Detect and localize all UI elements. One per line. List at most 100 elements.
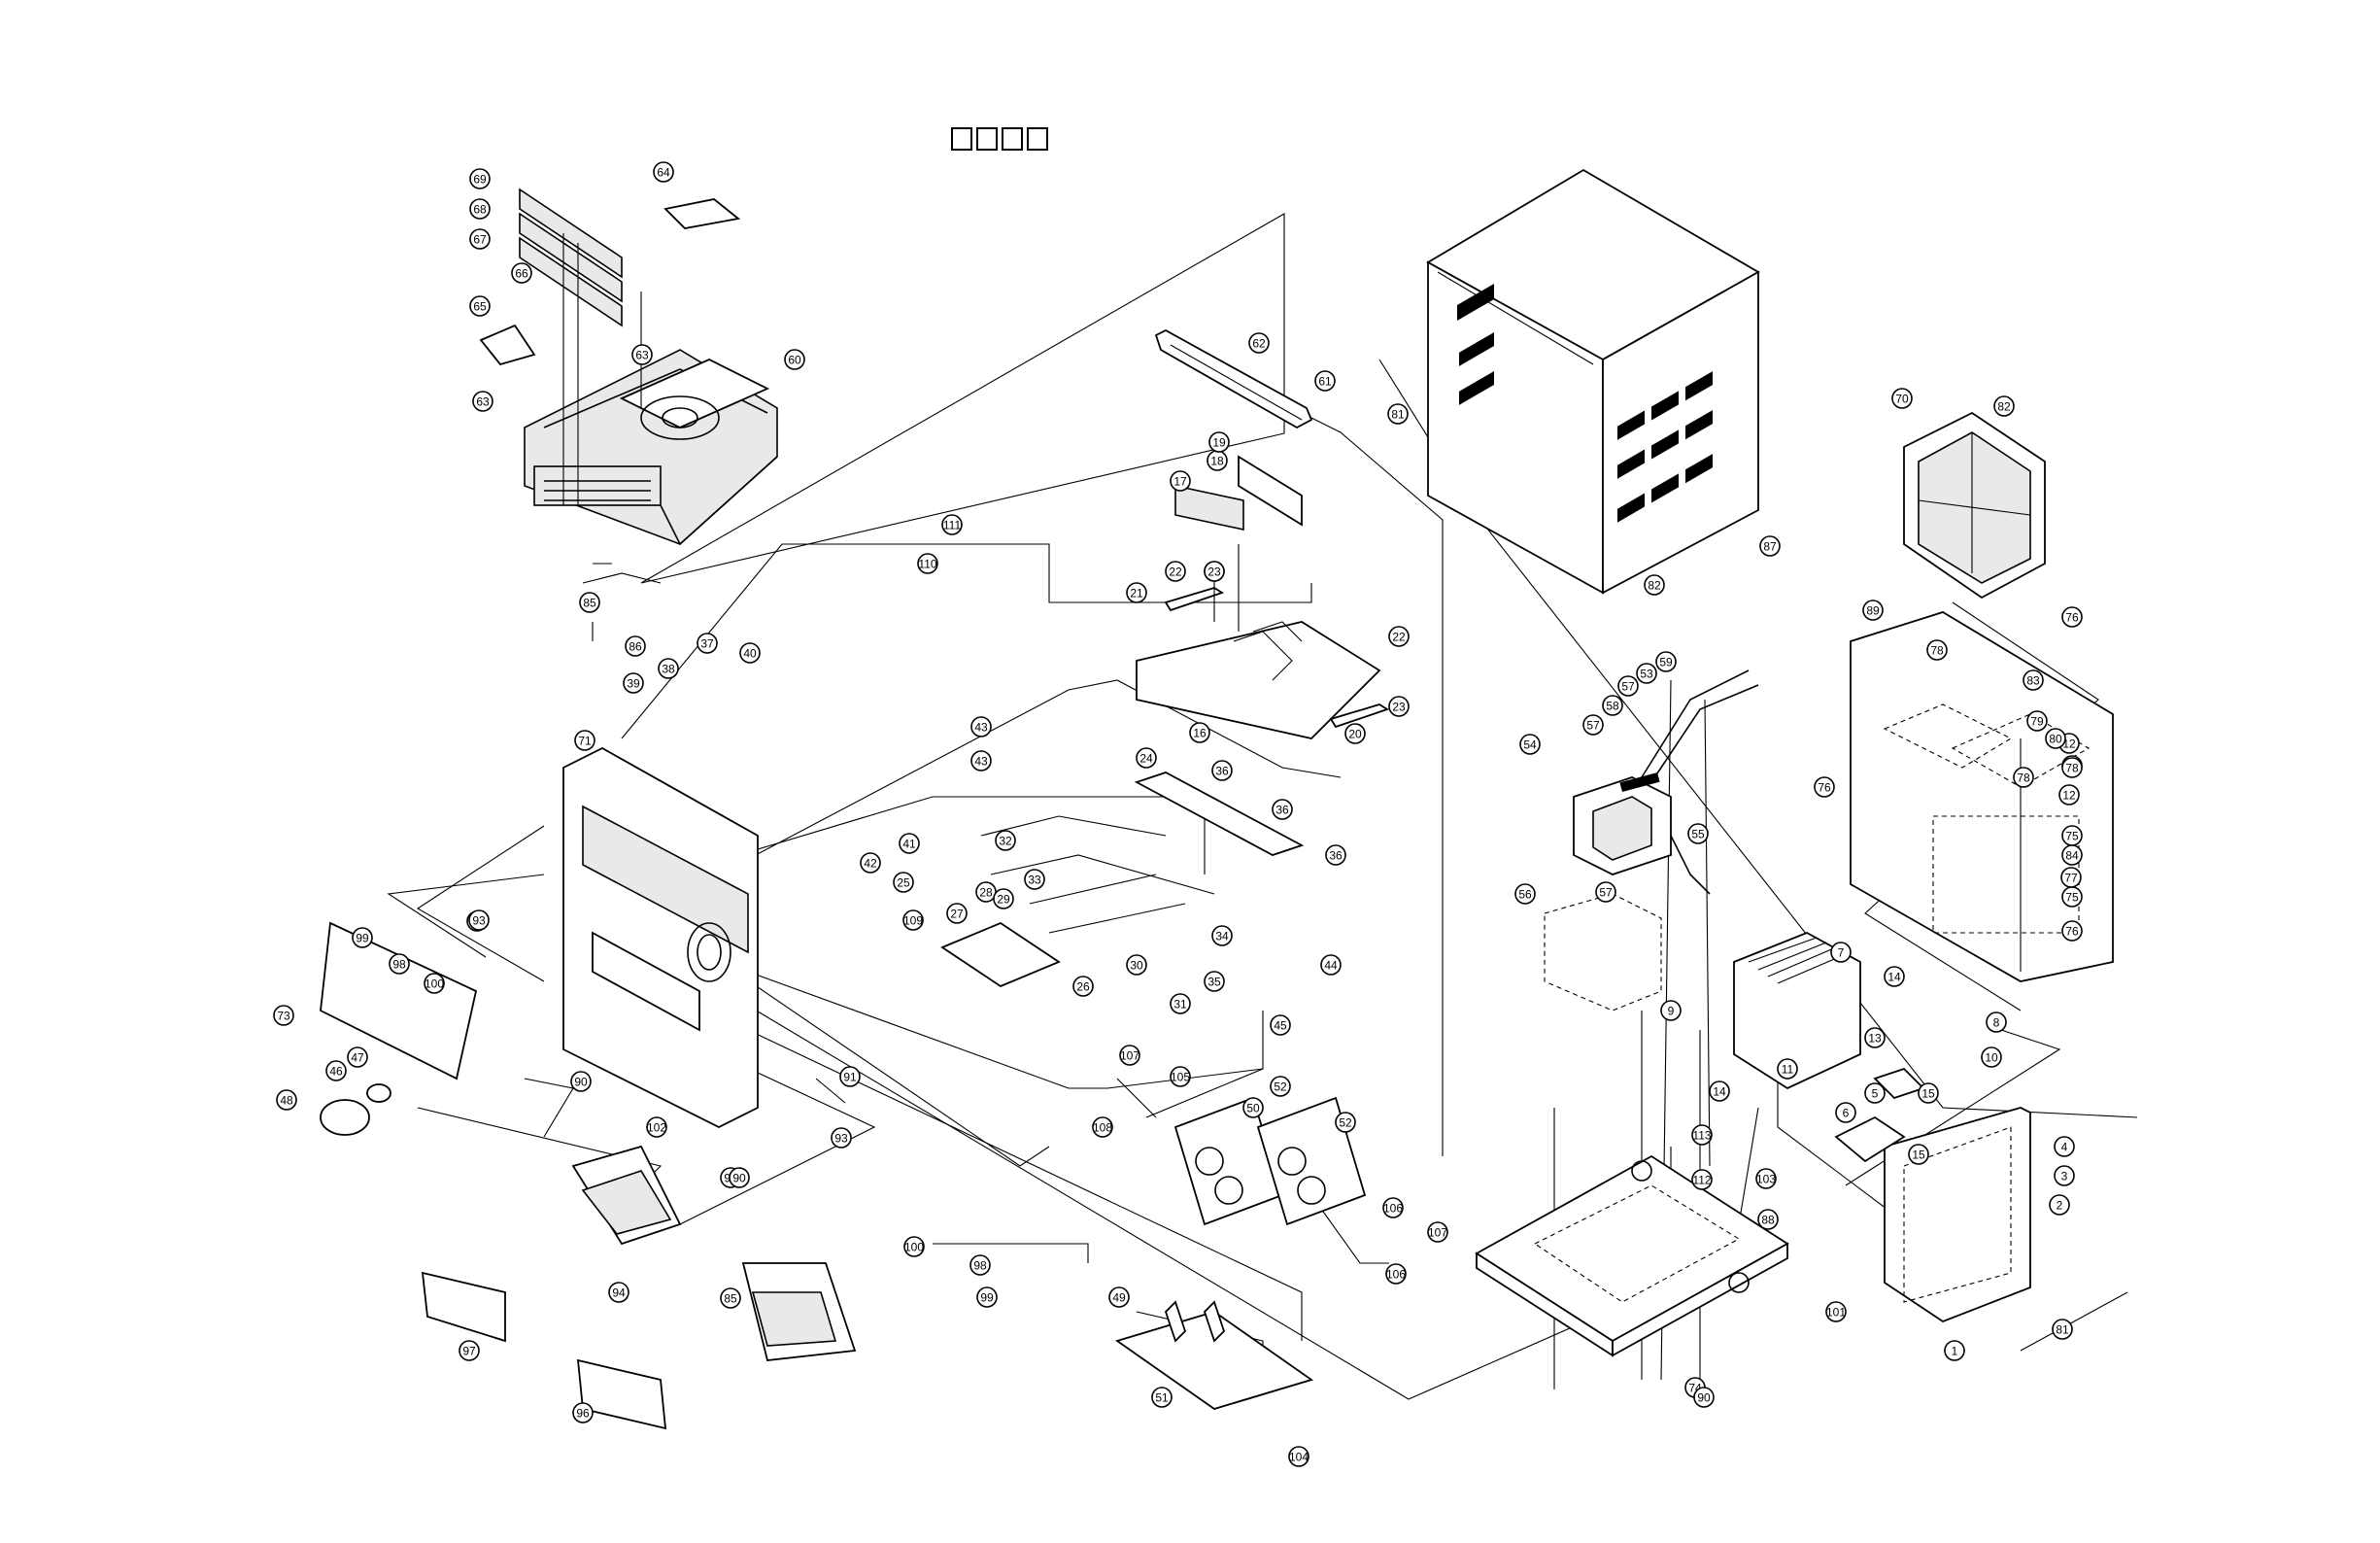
callout-63: 63 (631, 344, 653, 365)
vent-slots-right (1617, 371, 1713, 523)
callout-102: 102 (646, 1116, 667, 1138)
callout-69: 69 (469, 168, 491, 189)
callout-label: 82 (1648, 579, 1661, 593)
callout-label: 57 (1599, 886, 1613, 900)
callout-100: 100 (903, 1236, 925, 1257)
callout-label: 47 (351, 1051, 364, 1065)
callout-label: 105 (1171, 1071, 1190, 1084)
callout-label: 71 (578, 735, 592, 748)
callout-24: 24 (1136, 747, 1157, 769)
callout-105: 105 (1170, 1066, 1191, 1087)
callout-label: 91 (843, 1071, 857, 1084)
callout-label: 24 (1139, 752, 1153, 766)
callout-label: 32 (999, 835, 1012, 848)
bottom-chassis (1475, 1154, 1789, 1357)
callout-44: 44 (1320, 954, 1342, 976)
callout-34: 34 (1211, 925, 1233, 946)
callout-49: 49 (1108, 1286, 1130, 1308)
callout-30: 30 (1126, 954, 1147, 976)
callout-77: 77 (2060, 867, 2082, 888)
callout-label: 84 (2065, 849, 2079, 863)
callout-4: 4 (2054, 1136, 2075, 1157)
diagram-title (951, 127, 1048, 151)
callout-label: 18 (1210, 455, 1224, 468)
callout-79: 79 (2026, 710, 2048, 732)
heat-sink-amplifier (1733, 932, 1861, 1090)
tuner-pcb-assembly (1136, 455, 1390, 739)
callout-label: 51 (1155, 1391, 1169, 1405)
callout-label: 94 (612, 1286, 626, 1300)
callout-label: 90 (574, 1076, 588, 1089)
callout-32: 32 (995, 830, 1016, 851)
callout-label: 39 (627, 677, 640, 691)
callout-label: 85 (583, 597, 596, 610)
callout-106: 106 (1385, 1263, 1407, 1285)
callout-label: 33 (1028, 874, 1041, 887)
callout-label: 81 (2056, 1323, 2069, 1337)
callout-58: 58 (1602, 695, 1623, 716)
callout-93: 93 (468, 909, 490, 931)
callout-33: 33 (1024, 869, 1045, 890)
callout-40: 40 (739, 642, 761, 664)
callout-113: 113 (1691, 1124, 1713, 1146)
callout-label: 61 (1318, 375, 1332, 389)
callout-label: 103 (1756, 1173, 1776, 1186)
callout-110: 110 (917, 553, 938, 574)
callout-98: 98 (389, 953, 410, 975)
callout-label: 113 (1692, 1129, 1711, 1143)
callout-label: 64 (657, 166, 670, 180)
callout-15: 15 (1918, 1082, 1939, 1104)
callout-53: 53 (1636, 663, 1657, 684)
callout-label: 58 (1606, 700, 1619, 713)
callout-label: 100 (904, 1241, 924, 1254)
callout-8: 8 (1986, 1012, 2007, 1033)
callout-label: 10 (1985, 1051, 1998, 1065)
callout-63: 63 (472, 391, 493, 412)
callout-label: 15 (1912, 1149, 1925, 1162)
callout-label: 50 (1246, 1102, 1260, 1115)
callout-label: 54 (1523, 738, 1537, 752)
callout-100: 100 (424, 973, 445, 994)
callout-27: 27 (946, 903, 968, 924)
callout-label: 79 (2030, 715, 2044, 729)
callout-2: 2 (2049, 1194, 2070, 1216)
callout-label: 56 (1518, 888, 1532, 902)
callout-70: 70 (1891, 388, 1913, 409)
callout-56: 56 (1514, 883, 1536, 905)
callout-label: 98 (392, 958, 406, 972)
callout-label: 11 (1782, 1063, 1794, 1077)
callout-label: 36 (1215, 765, 1229, 778)
callout-label: 29 (997, 893, 1010, 907)
callout-38: 38 (658, 658, 679, 679)
callout-22: 22 (1165, 561, 1186, 582)
callout-89: 89 (1862, 600, 1884, 621)
callout-60: 60 (784, 349, 805, 370)
callout-label: 7 (1838, 946, 1845, 960)
callout-6: 6 (1835, 1102, 1856, 1123)
callout-98: 98 (969, 1254, 991, 1276)
callout-85: 85 (720, 1287, 741, 1309)
callout-13: 13 (1864, 1027, 1886, 1048)
callout-104: 104 (1288, 1446, 1309, 1467)
callout-label: 36 (1275, 804, 1289, 817)
callout-label: 2 (2057, 1199, 2063, 1213)
callout-label: 60 (788, 354, 801, 367)
callout-43: 43 (970, 750, 992, 772)
callout-26: 26 (1072, 976, 1094, 997)
callout-23: 23 (1388, 696, 1410, 717)
callout-57: 57 (1595, 881, 1616, 903)
callout-label: 85 (724, 1292, 737, 1306)
callout-68: 68 (469, 198, 491, 220)
vent-slots-left (1457, 284, 1494, 405)
callout-78: 78 (2061, 757, 2083, 778)
callout-43: 43 (970, 716, 992, 737)
callout-label: 37 (700, 637, 714, 651)
callout-81: 81 (1387, 403, 1409, 425)
callout-label: 21 (1130, 587, 1143, 600)
callout-label: 108 (1093, 1121, 1112, 1135)
callout-label: 102 (647, 1121, 666, 1135)
callout-86: 86 (625, 635, 646, 657)
callout-label: 22 (1392, 631, 1406, 644)
callout-42: 42 (860, 852, 881, 874)
